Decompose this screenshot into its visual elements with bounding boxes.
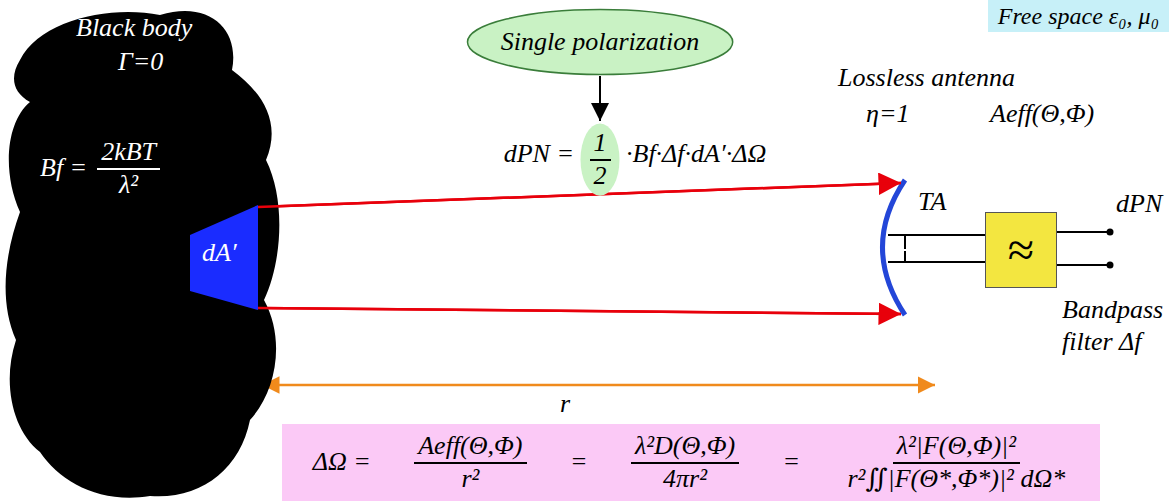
node-text: dA′: [202, 239, 237, 268]
node-text: ΔΩ =: [313, 448, 371, 477]
fraction: 2kBTλ²: [97, 138, 160, 199]
body-outline: [6, 11, 280, 498]
node-text: λ²D(Θ,Φ): [631, 432, 739, 464]
aperture-label: Aeff(Θ,Φ): [990, 100, 1094, 129]
node-text: ≈: [1008, 224, 1034, 277]
text-row: Free space ε₀, μ₀: [998, 3, 1159, 29]
medium-box: Free space ε₀, μ₀: [988, 0, 1169, 32]
text-holder: dA′: [202, 239, 237, 268]
bandpass-filter: ≈: [985, 212, 1057, 288]
node-text: Γ=0: [118, 48, 163, 77]
surface-element: dA′: [190, 205, 260, 311]
text-row: Single polarization: [501, 28, 700, 57]
text-row: Bf = 2kBTλ²: [40, 138, 160, 199]
text-row: ≈: [1008, 224, 1034, 277]
fraction: λ²|F(Θ,Φ)|²r²∬|F(Θ*,Φ*)|² dΩ*: [844, 432, 1070, 493]
antenna-temperature: TA: [918, 188, 946, 217]
black-body: dA′ Black bodyΓ=0 Bf = 2kBTλ²: [0, 0, 292, 501]
node-text: 4πr²: [659, 464, 711, 494]
text-row: Black body: [76, 14, 192, 43]
text-row: Γ=0: [118, 48, 163, 77]
node-text: r²: [457, 464, 483, 494]
node-text: 2: [590, 161, 611, 191]
half-factor: 12: [579, 122, 621, 197]
node-text: Aeff(Θ,Φ): [414, 432, 526, 464]
text-row: 12: [590, 129, 611, 190]
node-text: λ²: [115, 170, 142, 200]
node-text: r²∬|F(Θ*,Φ*)|² dΩ*: [844, 464, 1070, 494]
solid-angle-formula: ΔΩ = Aeff(Θ,Φ)r² = λ²D(Θ,Φ)4πr² = λ²|F(Θ,Φ)|²…: [282, 424, 1100, 501]
text-row: dA′: [202, 239, 237, 268]
filter-label: filter Δf: [1062, 328, 1142, 357]
output-wire: [1057, 232, 1110, 265]
node-text: Bf =: [40, 154, 87, 183]
connector-arrow: [599, 76, 601, 121]
fraction: 12: [590, 129, 611, 190]
fraction: λ²D(Θ,Φ)4πr²: [631, 432, 739, 493]
text-holder: 12: [579, 122, 621, 197]
node-text: λ²|F(Θ,Φ)|²: [893, 432, 1020, 464]
distance-label: r: [560, 390, 570, 419]
text-holder: Bf = 2kBTλ²: [40, 138, 160, 199]
antenna-feed: [888, 235, 985, 262]
distance-arrow: [262, 384, 935, 387]
node-text: Free space ε₀, μ₀: [998, 3, 1159, 29]
efficiency-label: η=1: [866, 100, 909, 129]
node-text: 2kBT: [97, 138, 160, 170]
text-row: ΔΩ = Aeff(Θ,Φ)r² = λ²D(Θ,Φ)4πr² = λ²|F(Θ,Φ)|²…: [296, 432, 1086, 493]
node-text: Black body: [76, 14, 192, 43]
node-text: =: [570, 448, 588, 477]
node-text: Single polarization: [501, 28, 700, 57]
text-holder: Black body: [76, 14, 192, 43]
power-formula: dPN =: [504, 140, 574, 169]
node-text: 1: [590, 129, 611, 161]
ray-line: [258, 183, 901, 314]
ellipse-outline: [467, 10, 732, 75]
node-text: =: [783, 448, 801, 477]
filter-label: Bandpass: [1062, 296, 1163, 325]
polarization-ellipse: Single polarization: [466, 8, 734, 76]
terminal-dot: [1107, 262, 1114, 269]
ellipse-outline: [581, 124, 620, 196]
antenna-label: Lossless antenna: [838, 64, 1015, 93]
output-power: dPN: [1116, 190, 1162, 219]
power-formula: ·Bf·Δf·dA′·ΔΩ: [626, 140, 766, 169]
antenna-reflector: [883, 180, 906, 315]
text-holder: Γ=0: [118, 48, 163, 77]
fraction: Aeff(Θ,Φ)r²: [414, 432, 526, 493]
terminal-dot: [1107, 229, 1114, 236]
text-holder: Single polarization: [466, 8, 734, 76]
